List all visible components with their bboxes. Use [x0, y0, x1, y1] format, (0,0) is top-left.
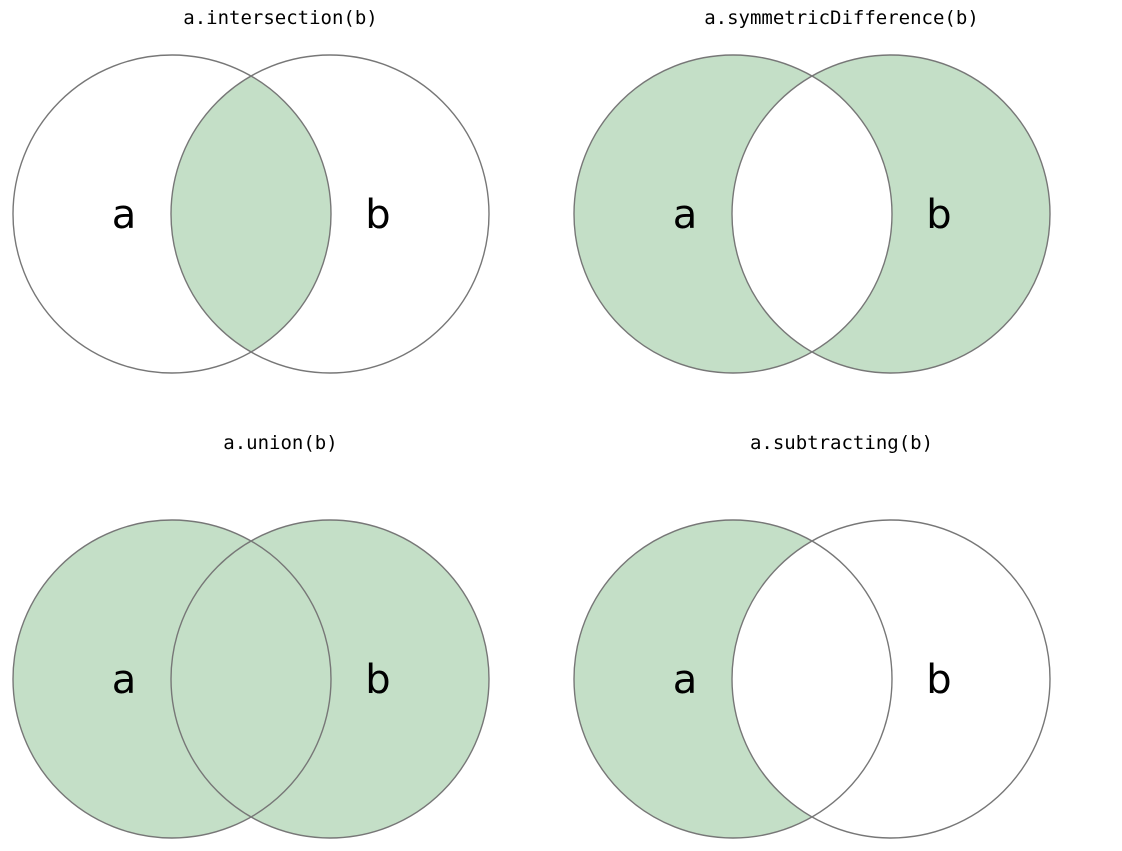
set-label-a: a [673, 192, 698, 238]
circle-a-outline [12, 54, 332, 374]
venn-diagram-intersection: a b [12, 54, 490, 374]
panel-subtracting: a.subtracting(b) a b [561, 425, 1122, 851]
set-label-b: b [365, 192, 390, 238]
circle-b-outline [731, 54, 1051, 374]
venn-diagram-symmetric-difference: a b [561, 0, 1122, 425]
panel-intersection: a.intersection(b) a b [0, 0, 561, 425]
panel-symmetric-difference: a.symmetricDifference(b) a b [561, 0, 1122, 425]
panel-union: a.union(b) a b [0, 425, 561, 850]
panel-title-union: a.union(b) [223, 432, 338, 454]
venn-diagram-subtracting: a b [561, 425, 1122, 851]
shaded-region-symmetric-difference [561, 0, 1122, 425]
set-label-a: a [112, 657, 137, 703]
circle-b-outline [170, 54, 490, 374]
set-label-b: b [926, 657, 951, 703]
circle-b-outline [731, 519, 1051, 839]
shaded-region-a-and-b [171, 55, 331, 373]
shaded-region-union [13, 520, 489, 838]
shaded-region-a-only [561, 425, 1122, 851]
set-label-a: a [673, 657, 698, 703]
set-label-a: a [112, 192, 137, 238]
set-label-b: b [365, 657, 390, 703]
panel-title-intersection: a.intersection(b) [183, 7, 378, 29]
venn-diagram-union: a b [12, 519, 490, 839]
circle-b-outline [170, 519, 490, 839]
circle-a-outline [12, 519, 332, 839]
circle-a-outline [573, 54, 893, 374]
set-label-b: b [926, 192, 951, 238]
circle-a-outline [573, 519, 893, 839]
